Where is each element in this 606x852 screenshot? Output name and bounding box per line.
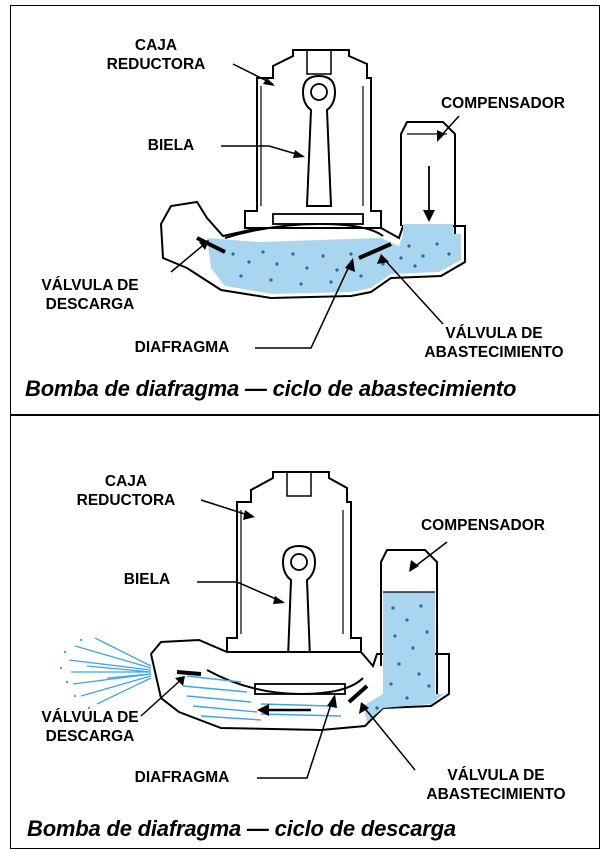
leader-rod [221,145,304,157]
leader-compensator [412,541,448,569]
compensator-cylinder [380,549,438,694]
compensator-liquid [403,224,453,234]
chamber-liquid [207,234,461,294]
label-compensator: COMPENSADOR [420,517,545,534]
label-rod: BIELA [123,571,171,588]
discharge-cycle-diagram [59,471,450,779]
compensator-cylinder [400,121,456,234]
rod-pin [290,553,308,571]
label-compensator: COMPENSADOR [440,95,565,112]
label-diaphragm: DIAFRAGMA [134,339,230,356]
leader-discharge [140,677,184,717]
connecting-rod [281,544,317,685]
caption-discharge-cycle: Bomba de diafragma — ciclo de descarga [27,816,456,841]
discharge-flap [196,236,226,254]
gearbox-inner-line [240,510,344,634]
supply-cycle-diagram [159,49,466,349]
leader-supply [382,257,444,325]
gearbox-top-slot [286,472,312,497]
leader-supply [362,705,416,771]
label-diaphragm: DIAFRAGMA [134,769,230,786]
leader-discharge [170,241,208,273]
diaphragm-membrane [224,222,384,239]
gearbox-top-slot [306,50,332,75]
supply-flap [358,242,392,260]
diaphragm-plate [272,213,364,225]
leader-gearbox [200,499,252,517]
liquid-dots [231,242,451,286]
label-rod: BIELA [147,137,195,154]
connecting-rod [301,74,337,207]
leader-diaphragm [257,697,334,779]
leader-rod [197,581,284,603]
discharge-flap [176,670,202,676]
rod-pin [310,83,328,101]
compensator-liquid [383,592,435,696]
discharge-spray [68,637,152,705]
leader-diaphragm [255,261,352,349]
supply-liquid [363,692,447,722]
spray-droplets [59,638,91,710]
caption-supply-cycle: Bomba de diafragma — ciclo de abastecimi… [25,376,517,401]
liquid-dots [375,604,431,710]
supply-flap [347,684,369,704]
